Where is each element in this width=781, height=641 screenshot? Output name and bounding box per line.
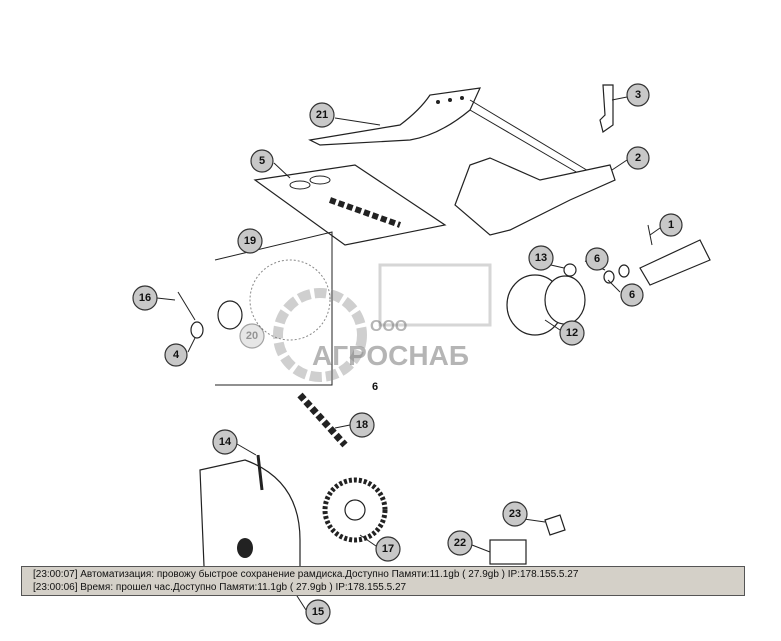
- part-3-bracket: [599, 84, 614, 133]
- log-line: [23:00:07] Автоматизация: провожу быстро…: [33, 569, 579, 580]
- svg-text:17: 17: [382, 543, 394, 555]
- part-5-chain: [289, 175, 402, 228]
- svg-text:6: 6: [629, 289, 635, 301]
- log-line: [23:00:06] Время: прошел час.Доступно Па…: [33, 582, 407, 593]
- callout-16: 16: [132, 285, 158, 311]
- part-1-shaft: [639, 239, 711, 286]
- part-17-sprocket: [322, 477, 388, 543]
- part-13-nut: [563, 263, 577, 277]
- callout-5: 5: [250, 149, 274, 173]
- svg-text:16: 16: [139, 292, 151, 304]
- part-15-cover: [199, 459, 301, 591]
- svg-text:19: 19: [244, 235, 256, 247]
- part-21-guard: [308, 87, 481, 146]
- part-2-guard: [454, 157, 616, 236]
- svg-text:2: 2: [635, 152, 641, 164]
- callout-20: 20: [239, 323, 265, 349]
- svg-text:22: 22: [454, 537, 466, 549]
- svg-text:21: 21: [316, 109, 328, 121]
- callout-6a: 6: [585, 247, 609, 271]
- part-19-panel: [214, 231, 333, 386]
- callout-14: 14: [212, 429, 238, 455]
- callout-13: 13: [528, 245, 554, 271]
- svg-text:14: 14: [219, 436, 232, 448]
- part-20-hub: [217, 300, 243, 330]
- svg-text:12: 12: [566, 327, 578, 339]
- callout-6c: 6: [369, 381, 381, 393]
- svg-text:13: 13: [535, 252, 547, 264]
- status-log-overlay: [23:00:07] Автоматизация: провожу быстро…: [21, 566, 745, 596]
- svg-text:5: 5: [259, 155, 265, 167]
- part-5-chain-panel: [253, 164, 447, 246]
- callout-2: 2: [626, 146, 650, 170]
- svg-text:20: 20: [246, 330, 258, 342]
- part-23-clip: [544, 514, 566, 536]
- callout-18: 18: [349, 412, 375, 438]
- svg-text:6: 6: [372, 381, 378, 393]
- svg-text:23: 23: [509, 508, 521, 520]
- watermark-line2: АГРОСНАБ: [312, 340, 469, 371]
- callout-19: 19: [237, 228, 263, 254]
- callout-6b: 6: [620, 283, 644, 307]
- callout-3: 3: [626, 83, 650, 107]
- part-18-chain: [297, 392, 348, 448]
- part-4-washer: [190, 321, 204, 339]
- watermark-logo: [273, 263, 492, 382]
- callout-22: 22: [447, 530, 473, 556]
- callout-17: 17: [375, 536, 401, 562]
- callout-4: 4: [164, 343, 188, 367]
- svg-text:4: 4: [173, 349, 180, 361]
- svg-text:1: 1: [668, 219, 674, 231]
- callout-21: 21: [309, 102, 335, 128]
- callout-1: 1: [659, 213, 683, 237]
- part-22-link: [489, 539, 527, 565]
- svg-text:3: 3: [635, 89, 641, 101]
- svg-text:18: 18: [356, 419, 368, 431]
- part-6-washer: [603, 270, 615, 284]
- callout-23: 23: [502, 501, 528, 527]
- svg-text:15: 15: [312, 606, 324, 618]
- svg-text:6: 6: [594, 253, 600, 265]
- callout-12: 12: [559, 320, 585, 346]
- callout-15: 15: [305, 599, 331, 625]
- watermark-line1: ООО: [370, 318, 408, 335]
